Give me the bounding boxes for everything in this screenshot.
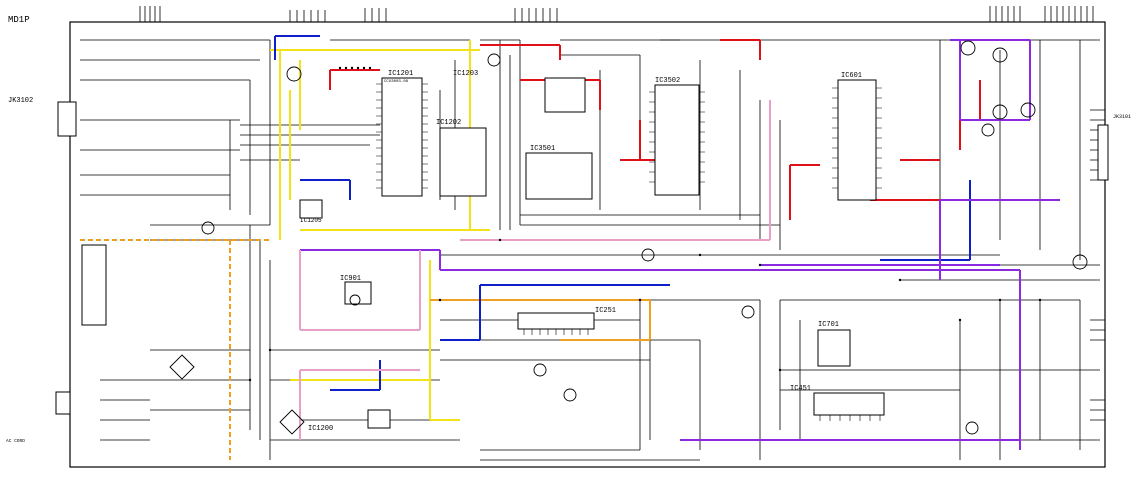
component-markers <box>248 66 1042 382</box>
connector-labels: JK3102 JK3101 AC CORD <box>6 97 1131 444</box>
power-module-body <box>81 244 107 326</box>
ic-pins <box>376 83 882 421</box>
ic1201-body <box>381 77 423 197</box>
ic1200-label: IC1200 <box>308 425 333 433</box>
ic1203-body <box>544 77 586 113</box>
ic1203-label: IC1203 <box>453 70 478 78</box>
ic901-body <box>344 281 372 305</box>
jk3101-label: JK3101 <box>1113 114 1131 120</box>
ic451-label: IC451 <box>790 385 811 393</box>
jk3101-body <box>1097 124 1109 181</box>
ic901-label: IC901 <box>340 275 361 283</box>
ic1205-body <box>299 199 323 219</box>
ac-cord-label: AC CORD <box>6 438 25 444</box>
ic1201-part: CCU3003-08 <box>384 80 409 84</box>
jk3102-body <box>57 101 77 137</box>
ic3502-body <box>654 84 700 196</box>
ic1202-body <box>439 127 487 197</box>
schematic-border <box>69 21 1106 468</box>
signal-wiring <box>80 39 1105 461</box>
transistors <box>201 40 1088 435</box>
jk3102-label: JK3102 <box>8 97 33 105</box>
top-connector-pins <box>139 6 1094 22</box>
ic-labels: IC1201 CCU3003-08 IC1202 IC1203 IC3501 I… <box>300 70 862 433</box>
ic601-body <box>837 79 877 201</box>
ic3502-label: IC3502 <box>655 77 680 85</box>
ic1201-label: IC1201 <box>388 70 413 78</box>
ic3501-body <box>525 152 593 200</box>
ic251-label: IC251 <box>595 307 616 315</box>
ac-plug-body <box>55 391 71 415</box>
ic-bodies <box>55 77 1109 429</box>
ic451-body <box>813 392 885 416</box>
ic601-label: IC601 <box>841 72 862 80</box>
ic251-body <box>517 312 595 330</box>
ic1205-label: IC1205 <box>300 217 322 224</box>
ic1202-label: IC1202 <box>436 119 461 127</box>
ic3501-label: IC3501 <box>530 145 555 153</box>
ic701-body <box>817 329 851 367</box>
highlighted-traces <box>80 35 1060 460</box>
ic1200-body <box>367 409 391 429</box>
ic701-label: IC701 <box>818 321 839 329</box>
bridge-rectifiers <box>169 354 305 435</box>
page-label: MD1P <box>8 15 30 25</box>
